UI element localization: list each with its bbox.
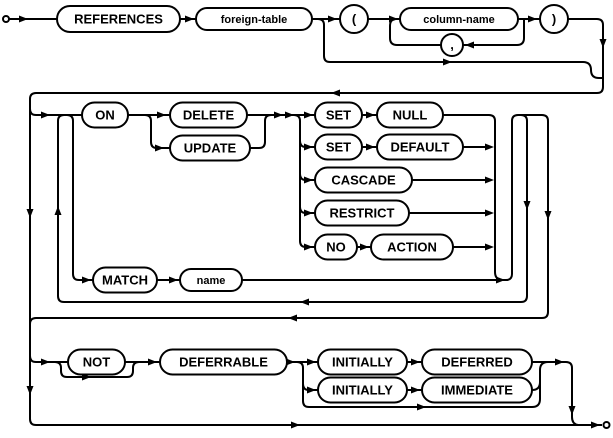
node-action: ACTION (370, 233, 454, 261)
node-restrict: RESTRICT (314, 199, 410, 227)
node-immediate-label: IMMEDIATE (441, 383, 513, 398)
node-deferred: DEFERRED (421, 348, 533, 376)
node-initially-deferred-initially: INITIALLY (317, 348, 408, 376)
node-no: NO (314, 233, 358, 261)
node-initially2-label: INITIALLY (332, 383, 393, 398)
node-cascade-label: CASCADE (331, 173, 396, 188)
node-name: name (179, 268, 243, 292)
start-terminal-icon (2, 15, 10, 23)
node-restrict-label: RESTRICT (330, 206, 395, 221)
node-deferrable: DEFERRABLE (159, 348, 288, 376)
node-rparen: ) (539, 4, 569, 34)
node-match: MATCH (92, 266, 158, 294)
node-foreign-table-label: foreign-table (221, 14, 288, 26)
node-update-label: UPDATE (184, 141, 237, 156)
arrowheads (19, 15, 607, 429)
node-lparen: ( (339, 4, 369, 34)
node-comma-label: , (450, 37, 454, 52)
node-not: NOT (67, 348, 126, 376)
node-set1-label: SET (326, 108, 351, 123)
node-cascade: CASCADE (314, 166, 413, 194)
node-set2-label: SET (326, 140, 351, 155)
node-set-default-set: SET (314, 133, 363, 161)
node-no-label: NO (326, 240, 346, 255)
node-lparen-label: ( (352, 12, 357, 27)
node-rparen-label: ) (552, 12, 556, 27)
node-immediate: IMMEDIATE (421, 376, 533, 404)
node-column-name: column-name (399, 7, 519, 31)
node-on-label: ON (95, 108, 115, 123)
end-terminal-icon (602, 421, 611, 429)
node-references-label: REFERENCES (74, 12, 163, 27)
node-initially-immediate-initially: INITIALLY (317, 376, 408, 404)
node-comma: , (440, 33, 464, 57)
node-deferrable-label: DEFERRABLE (179, 355, 268, 370)
node-name-label: name (197, 275, 226, 287)
node-match-label: MATCH (102, 273, 148, 288)
node-set-null-set: SET (314, 101, 363, 129)
node-column-name-label: column-name (423, 14, 495, 26)
node-delete: DELETE (169, 101, 248, 129)
node-null-label: NULL (393, 108, 428, 123)
node-on: ON (81, 101, 129, 129)
node-deferred-label: DEFERRED (441, 355, 513, 370)
node-null: NULL (376, 101, 444, 129)
node-not-label: NOT (83, 355, 111, 370)
node-initially1-label: INITIALLY (332, 355, 393, 370)
node-foreign-table: foreign-table (195, 7, 313, 31)
node-references: REFERENCES (56, 5, 181, 33)
node-default: DEFAULT (376, 133, 464, 161)
node-action-label: ACTION (387, 240, 437, 255)
node-default-label: DEFAULT (391, 140, 450, 155)
node-update: UPDATE (169, 134, 251, 162)
node-delete-label: DELETE (183, 108, 235, 123)
